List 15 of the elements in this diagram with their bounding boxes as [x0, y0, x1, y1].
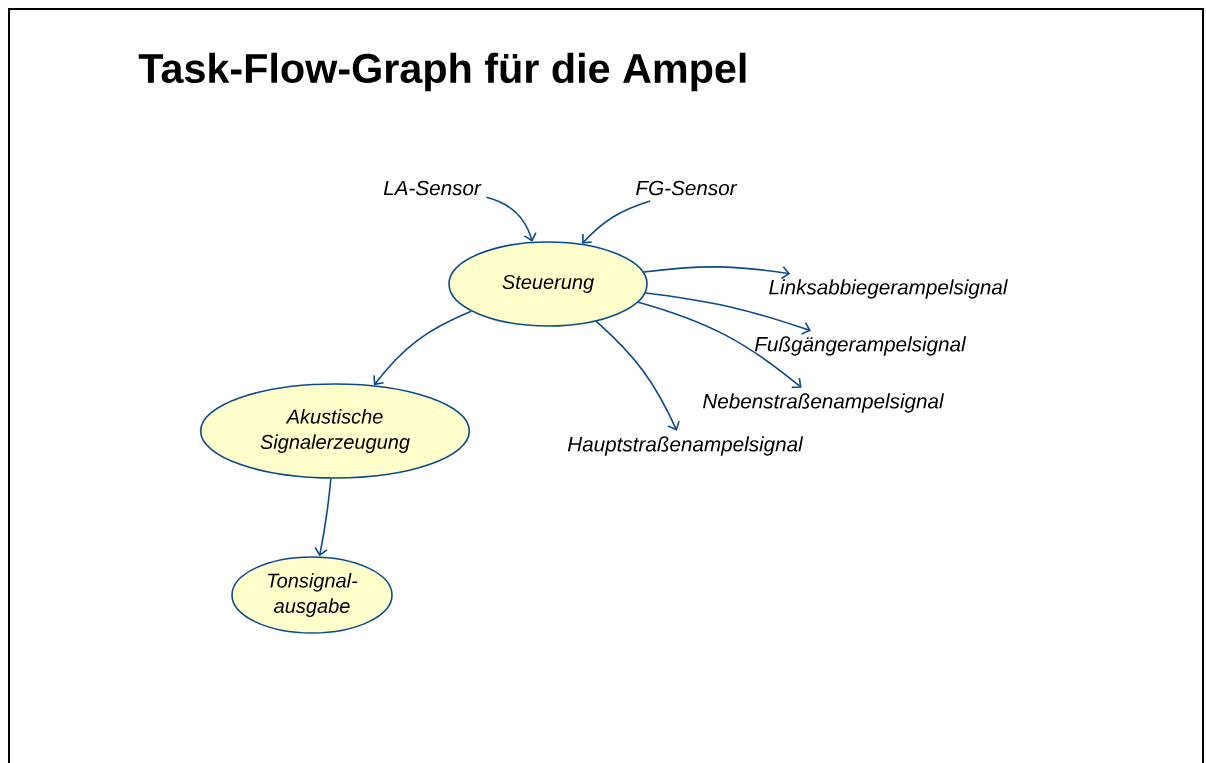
sensor-label: FG-Sensor [636, 180, 738, 196]
arrow [637, 301, 802, 389]
signal-label: Hauptstraßenampelsignal [567, 436, 804, 456]
title: Task-Flow-Graph für die Ampel [138, 52, 746, 92]
arrow [314, 477, 332, 557]
signal-label: Nebenstraßenampelsignal [703, 393, 945, 413]
signal-label: Linksabbiegerampelsignal [769, 279, 1008, 299]
arrow [485, 196, 537, 242]
arrow [373, 310, 473, 386]
arrow [582, 200, 651, 244]
sensor-label: LA-Sensor [383, 180, 482, 196]
signal-label: Fußgängerampelsignal [754, 336, 967, 356]
arrow [644, 292, 811, 335]
arrow [642, 265, 791, 280]
arrow [595, 320, 680, 431]
